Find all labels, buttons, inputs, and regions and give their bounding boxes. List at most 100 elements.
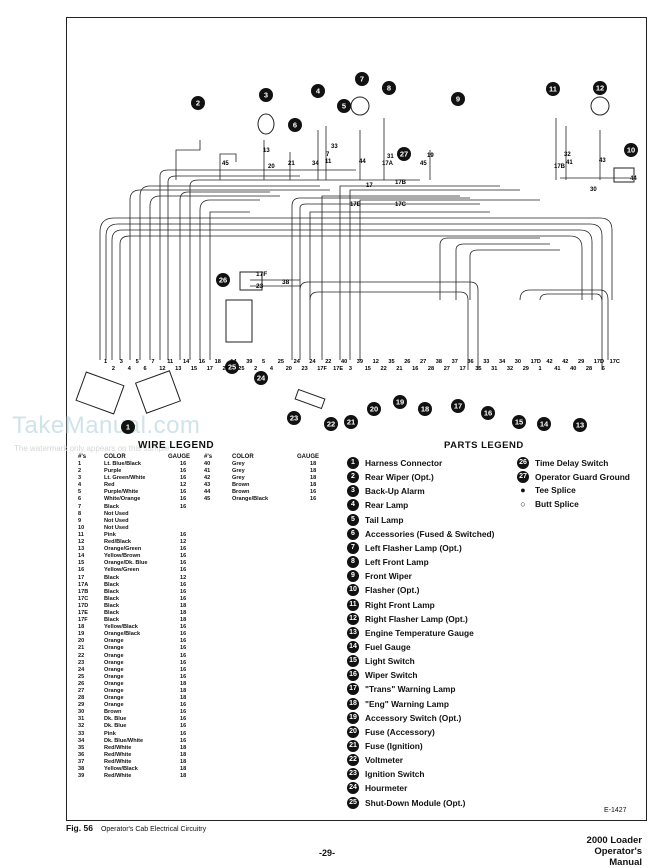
wire-label-bottom: 6 xyxy=(602,366,605,372)
wire-label-top: 17 xyxy=(366,183,373,189)
wire-number: 31 xyxy=(78,716,85,723)
wire-color: Orange xyxy=(104,645,124,652)
wire-gauge: 16 xyxy=(180,666,187,673)
part-number-badge: 1 xyxy=(347,457,359,469)
splice-symbol-icon: ○ xyxy=(520,499,526,510)
wire-color: Not Used xyxy=(104,517,129,524)
part-name: Ignition Switch xyxy=(365,769,425,780)
wire-number: 26 xyxy=(78,680,85,687)
callout-badge xyxy=(254,371,268,385)
wire-gauge: 18 xyxy=(180,758,187,765)
wire-label-bottom: 17D xyxy=(594,359,604,365)
wire-label-bottom: 26 xyxy=(404,359,410,365)
callout-22: 22 xyxy=(324,417,338,431)
wire-legend-header-color: COLOR xyxy=(104,454,126,460)
wire-number: 44 xyxy=(204,489,211,496)
wire-label-top: 17C xyxy=(395,202,407,208)
callout-badge xyxy=(546,82,560,96)
part-name: Voltmeter xyxy=(365,755,404,766)
parts-legend-item: ○ Butt Splice xyxy=(517,499,579,510)
callout-badge xyxy=(593,81,607,95)
wire-gauge: 18 xyxy=(180,609,187,616)
callout-9: 9 xyxy=(451,92,465,106)
wire-label-bottom: 21 xyxy=(396,366,402,372)
wire-gauge: 16 xyxy=(180,673,187,680)
callout-badge xyxy=(191,96,205,110)
wire-label-bottom: 42 xyxy=(562,359,568,365)
wire-label-bottom: 3 xyxy=(349,366,352,372)
wire-color: Dk. Blue xyxy=(104,723,127,730)
wire-number: 39 xyxy=(78,773,85,780)
part-number-badge: 19 xyxy=(347,711,359,724)
callout-number: 21 xyxy=(347,418,355,427)
callout-number: 9 xyxy=(456,95,460,104)
callout-badge xyxy=(382,81,396,95)
wire-label-top: 44 xyxy=(630,176,637,182)
part-name: Fuel Gauge xyxy=(365,641,411,652)
shutdown-module-box xyxy=(225,299,253,343)
part-number-badge: 25 xyxy=(347,796,359,809)
wire-label-top: 19 xyxy=(427,153,434,159)
wire-color: Yellow/Black xyxy=(104,624,138,631)
wire-label-bottom: 23 xyxy=(302,366,308,372)
wire-number: 22 xyxy=(78,652,85,659)
wire-color: Orange/Black xyxy=(104,631,141,638)
callout-number: 12 xyxy=(596,84,604,93)
wire-gauge: 16 xyxy=(180,503,187,510)
wire-gauge: 16 xyxy=(180,560,187,567)
part-name: Butt Splice xyxy=(535,499,579,510)
wire-label-bottom: 14 xyxy=(183,359,190,365)
callout-16: 16 xyxy=(481,406,495,420)
part-number-badge: 14 xyxy=(347,640,359,653)
wire-number: 29 xyxy=(78,702,85,709)
wire-number: 2 xyxy=(78,468,82,475)
parts-legend-title: PARTS LEGEND xyxy=(444,440,524,451)
wire-color: Yellow/Black xyxy=(104,766,138,773)
wire-label-bottom: 25 xyxy=(278,359,284,365)
part-number-badge: 15 xyxy=(347,655,359,668)
wire-color: Grey xyxy=(232,475,245,482)
part-name: "Trans" Warning Lamp xyxy=(365,684,456,695)
part-number-badge: 10 xyxy=(347,584,359,597)
wire-gauge: 16 xyxy=(180,595,187,602)
wire-label-bottom: 32 xyxy=(507,366,513,372)
wire-gauge: 18 xyxy=(310,475,317,482)
wire-label-bottom: 17 xyxy=(207,366,213,372)
callout-badge xyxy=(337,99,351,113)
wire-color: Not Used xyxy=(104,524,129,531)
callout-20: 20 xyxy=(367,402,381,416)
part-number-badge: 9 xyxy=(347,570,359,583)
wire-gauge: 18 xyxy=(180,744,187,751)
wire-label-top: 33 xyxy=(331,144,338,150)
wire-gauge: 16 xyxy=(180,730,187,737)
wire-number: 42 xyxy=(204,475,211,482)
wire-color: Orange xyxy=(104,688,124,694)
part-number-badge: 12 xyxy=(347,612,359,625)
right-flasher-lamp-shape xyxy=(590,96,610,116)
wire-label-bottom: 28 xyxy=(586,366,592,372)
wire-color: Purple xyxy=(104,468,122,475)
wire-label-bottom: 17C xyxy=(610,359,620,365)
callout-badge xyxy=(397,147,411,161)
callout-badge xyxy=(288,118,302,132)
wire-label-bottom: 33 xyxy=(483,359,489,365)
wire-label-top: 17B xyxy=(554,164,566,170)
wire-gauge xyxy=(180,511,186,518)
wire-label-bottom: 5 xyxy=(136,359,139,365)
callout-10: 10 xyxy=(624,143,638,157)
wire-gauge: 16 xyxy=(180,489,187,496)
back-up-alarm-shape xyxy=(257,113,275,135)
callout-15: 15 xyxy=(512,415,526,429)
wire-number: 7 xyxy=(78,503,82,510)
wire-label-top: 17E xyxy=(350,202,361,208)
wire-label-bottom: 18 xyxy=(215,359,221,365)
